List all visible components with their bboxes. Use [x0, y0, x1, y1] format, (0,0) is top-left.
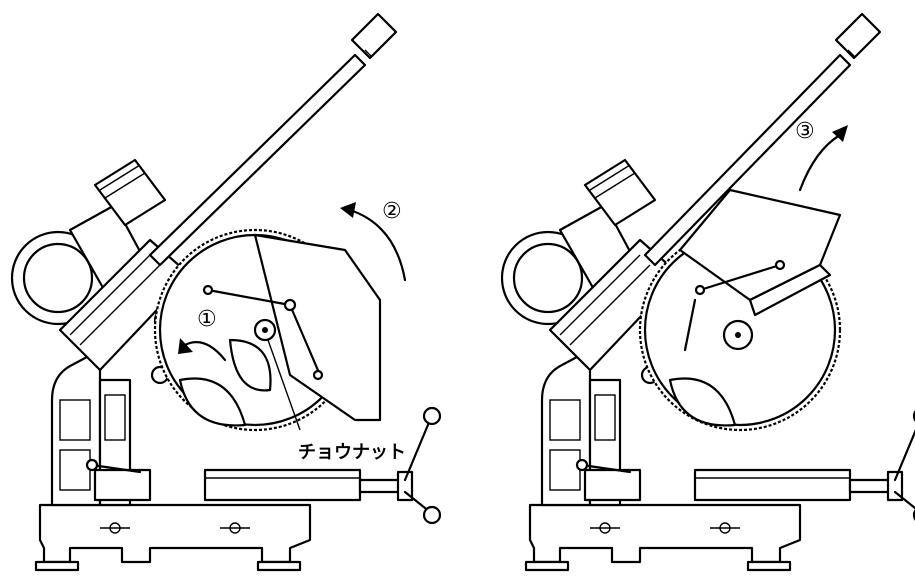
- left-figure: ① ② チョウナット: [10, 12, 442, 572]
- wing-nut-label: チョウナット: [298, 442, 406, 463]
- right-figure: ③: [500, 119, 915, 572]
- step2-label: ②: [382, 199, 402, 224]
- step3-label: ③: [795, 119, 815, 144]
- step1-label: ①: [197, 307, 217, 332]
